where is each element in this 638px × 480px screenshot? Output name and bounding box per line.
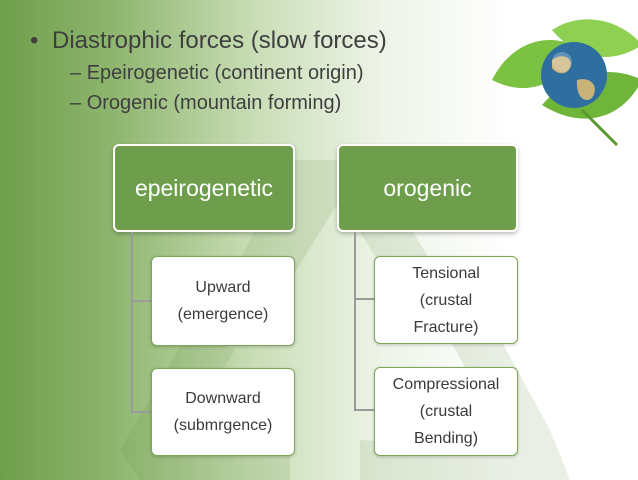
sub-bullet-2-text: Orogenic (mountain forming) xyxy=(86,92,342,114)
downward-line-2: (submrgence) xyxy=(173,417,273,434)
downward-line-1: Downward xyxy=(185,390,261,407)
slide-bullets: • Diastrophic forces (slow forces) – Epei… xyxy=(30,24,387,118)
upward-line-1: Upward xyxy=(195,279,251,296)
tensional-line-3: Fracture) xyxy=(413,318,479,336)
compressional-line-1: Compressional xyxy=(392,376,500,393)
right-connector-1 xyxy=(354,298,374,300)
upward-box: Upward (emergence) xyxy=(151,256,295,346)
tensional-box: Tensional (crustal Fracture) xyxy=(374,256,518,344)
compressional-line-3: Bending) xyxy=(413,430,479,447)
bullet-dot: • xyxy=(30,27,39,54)
downward-box: Downward (submrgence) xyxy=(151,368,295,456)
tensional-line-1: Tensional xyxy=(412,264,480,282)
globe-leaf-icon xyxy=(492,19,638,147)
sub-bullet-2: – Orogenic (mountain forming) xyxy=(70,92,342,114)
compressional-box: Compressional (crustal Bending) xyxy=(374,367,518,456)
left-connector-1 xyxy=(131,300,151,302)
orogenic-label: orogenic xyxy=(383,174,472,201)
left-connector-2 xyxy=(131,411,151,413)
epeirogenetic-box: epeirogenetic xyxy=(113,144,295,232)
right-connector-2 xyxy=(354,409,374,411)
bullet-main: • Diastrophic forces (slow forces) xyxy=(30,24,387,58)
sub-bullet-1: – Epeirogenetic (continent origin) xyxy=(70,62,364,84)
tensional-line-2: (crustal xyxy=(419,291,473,309)
upward-line-2: (emergence) xyxy=(177,306,269,323)
compressional-line-2: (crustal xyxy=(419,403,473,420)
right-connector-vertical xyxy=(354,232,356,410)
left-connector-vertical xyxy=(131,232,133,412)
bullet-main-text: Diastrophic forces (slow forces) xyxy=(52,27,387,54)
sub-bullet-1-text: Epeirogenetic (continent origin) xyxy=(86,62,364,84)
orogenic-box: orogenic xyxy=(337,144,518,232)
epeirogenetic-label: epeirogenetic xyxy=(134,174,274,201)
